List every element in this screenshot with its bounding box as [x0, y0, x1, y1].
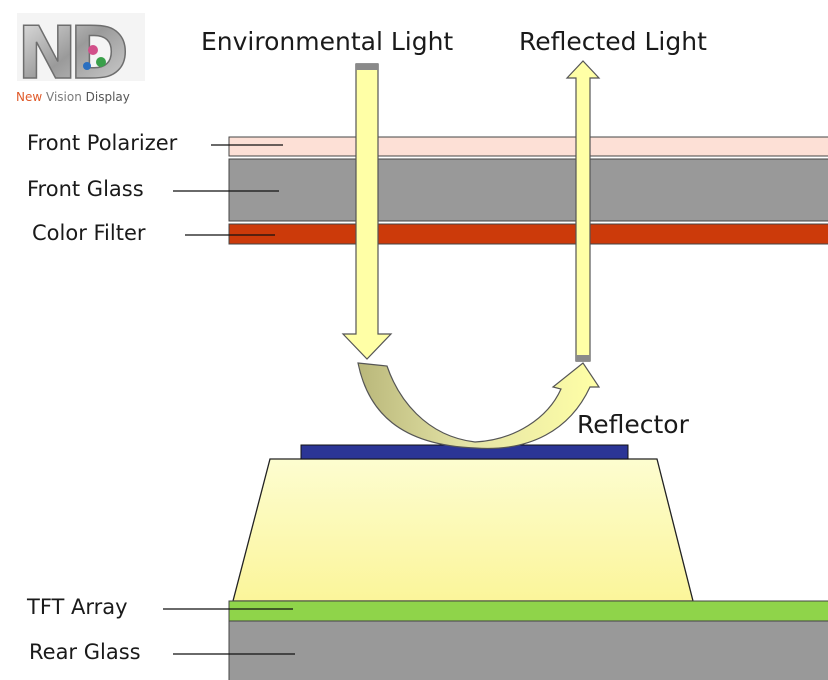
- color-filter-label: Color Filter: [32, 221, 146, 245]
- reflector-label: Reflector: [577, 410, 690, 439]
- rear-glass-layer: [228, 620, 828, 680]
- tft-array-label: TFT Array: [26, 595, 128, 619]
- front-polarizer-layer: [228, 136, 828, 157]
- logo-brand-text: New Vision Display: [16, 90, 130, 104]
- logo-color-dot-blue: [83, 62, 91, 70]
- tft-array-layer: [228, 600, 828, 622]
- reflected-light-title: Reflected Light: [519, 27, 707, 56]
- front-polarizer-label: Front Polarizer: [27, 131, 178, 155]
- front-glass-label: Front Glass: [27, 177, 144, 201]
- color-filter-layer: [228, 223, 828, 245]
- environmental-light-title: Environmental Light: [201, 27, 453, 56]
- arrow-tail-cap: [356, 64, 378, 70]
- reflected-light-arrow: [565, 60, 601, 362]
- logo-backdrop: [17, 13, 145, 81]
- reflection-curve-arrow: [357, 362, 601, 450]
- logo-monogram: ND: [17, 11, 125, 95]
- tft-bump-structure: [232, 458, 694, 602]
- rear-glass-label: Rear Glass: [29, 640, 141, 664]
- arrow-tail-cap: [576, 355, 590, 361]
- logo-color-dot-magenta: [88, 45, 98, 55]
- new-vision-display-logo: ND New Vision Display: [16, 10, 145, 104]
- logo-color-dot-green: [96, 57, 106, 67]
- environmental-light-arrow: [341, 63, 393, 360]
- front-glass-layer: [228, 158, 828, 222]
